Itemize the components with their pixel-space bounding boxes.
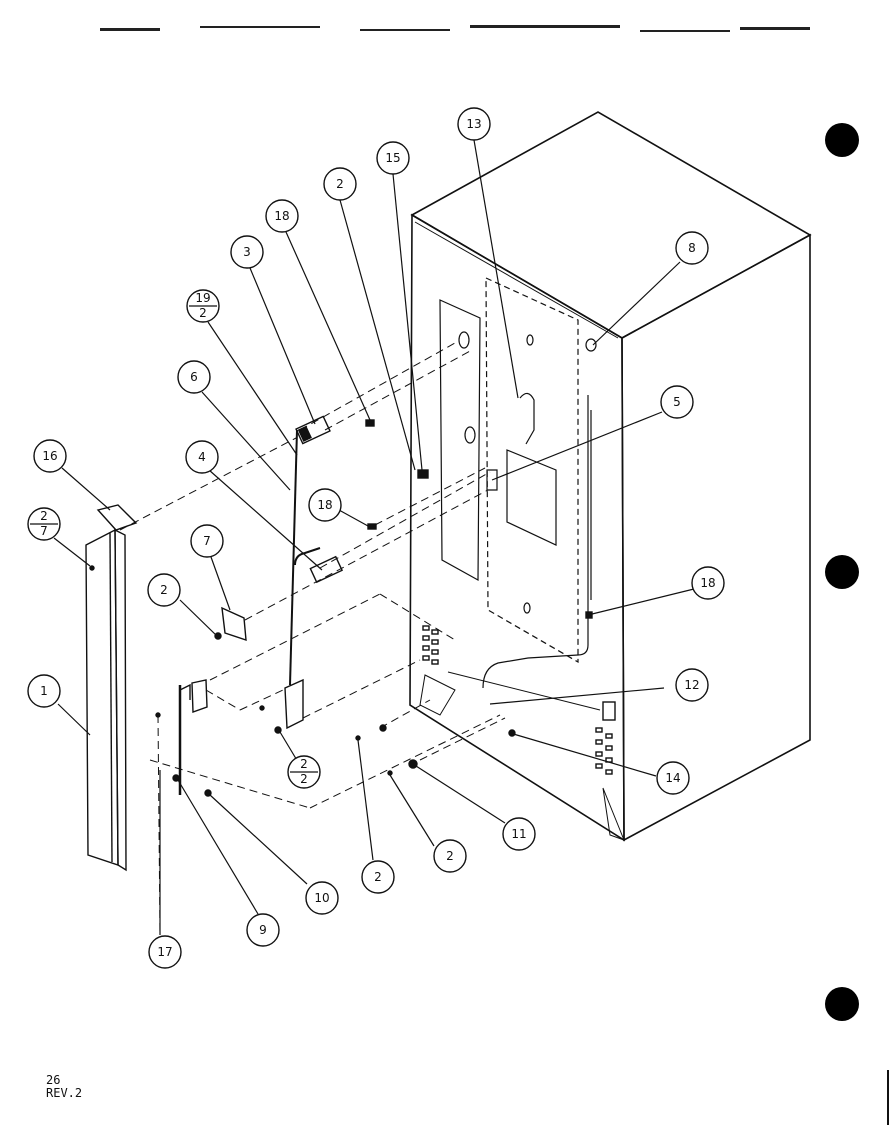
callout-1	[27, 674, 61, 708]
label-11: 11	[511, 827, 526, 841]
small-clips	[89, 419, 593, 797]
label-7: 7	[203, 534, 211, 548]
exploded-parts	[85, 415, 593, 872]
callout-8	[675, 231, 709, 265]
binder-hole-top	[825, 123, 859, 157]
cabinet-side	[621, 233, 811, 842]
label-16: 16	[42, 449, 57, 463]
callout-14	[656, 761, 690, 795]
binder-hole-bottom	[825, 987, 859, 1021]
cabinet-details	[422, 331, 616, 775]
revision-label: REV.2	[46, 1086, 83, 1100]
callout-17	[148, 935, 182, 969]
label-10: 10	[314, 891, 329, 905]
heater-wire-part-6	[289, 429, 321, 686]
callout-2-f	[361, 860, 395, 894]
label-2-7: 2	[40, 509, 48, 523]
page-footer: 26 REV.2	[46, 1074, 82, 1100]
label-6: 6	[190, 370, 198, 384]
label-2-f: 2	[374, 870, 382, 884]
callout-2-a	[323, 167, 357, 201]
back-panel-outline	[485, 277, 579, 664]
label-9: 9	[259, 923, 267, 937]
label-8: 8	[688, 241, 696, 255]
callout-labels: 13 15 2 18 3 19 2 8 6 5 16 2 7 4 18 7 2 …	[40, 117, 715, 959]
label-4: 4	[198, 450, 206, 464]
clip-part-7	[221, 606, 247, 642]
callout-2-c	[147, 573, 181, 607]
callout-16	[33, 439, 67, 473]
label-18-a: 18	[274, 209, 289, 223]
label-2-e: 2	[446, 849, 454, 863]
label-18-c: 18	[700, 576, 715, 590]
label-2-2-sub: 2	[300, 772, 308, 786]
coil-part-4	[309, 555, 343, 584]
callout-18-b	[308, 488, 342, 522]
bracket-part-17	[178, 683, 191, 795]
cabinet-top	[410, 111, 812, 339]
page-number: 26	[46, 1073, 61, 1087]
label-2-a: 2	[336, 177, 344, 191]
callout-18-c	[691, 566, 725, 600]
callout-12	[675, 668, 709, 702]
label-2-2: 2	[300, 757, 308, 771]
label-14: 14	[665, 771, 680, 785]
binder-hole-middle	[825, 555, 859, 589]
callout-6	[177, 360, 211, 394]
callout-9	[246, 913, 280, 947]
block-part	[191, 678, 304, 730]
label-2-7-sub: 7	[40, 524, 48, 538]
callout-4	[185, 440, 219, 474]
callout-10	[305, 881, 339, 915]
panel-part-1	[85, 528, 127, 872]
callout-5	[660, 385, 694, 419]
label-17: 17	[157, 945, 172, 959]
callout-2-e	[433, 839, 467, 873]
callout-13	[457, 107, 491, 141]
callout-balloons	[27, 107, 725, 969]
callout-3	[230, 235, 264, 269]
control-box	[506, 449, 557, 546]
label-2-c: 2	[160, 583, 168, 597]
back-channel	[439, 299, 481, 582]
label-19-sub: 2	[199, 306, 207, 320]
coil-part-3	[295, 415, 331, 445]
label-13: 13	[466, 117, 481, 131]
leader-lines	[53, 139, 699, 935]
refrigerator-cabinet	[409, 111, 812, 842]
callout-11	[502, 817, 536, 851]
callout-18-a	[265, 199, 299, 233]
label-12: 12	[684, 678, 699, 692]
label-18-b: 18	[317, 498, 332, 512]
callout-15	[376, 141, 410, 175]
bracket-part-16	[96, 504, 138, 531]
label-3: 3	[243, 245, 251, 259]
fraction-bars	[30, 305, 318, 773]
label-15: 15	[385, 151, 400, 165]
label-1: 1	[40, 684, 48, 698]
callout-7	[190, 524, 224, 558]
scan-noise	[100, 25, 810, 32]
label-19: 19	[195, 291, 210, 305]
label-5: 5	[673, 395, 681, 409]
